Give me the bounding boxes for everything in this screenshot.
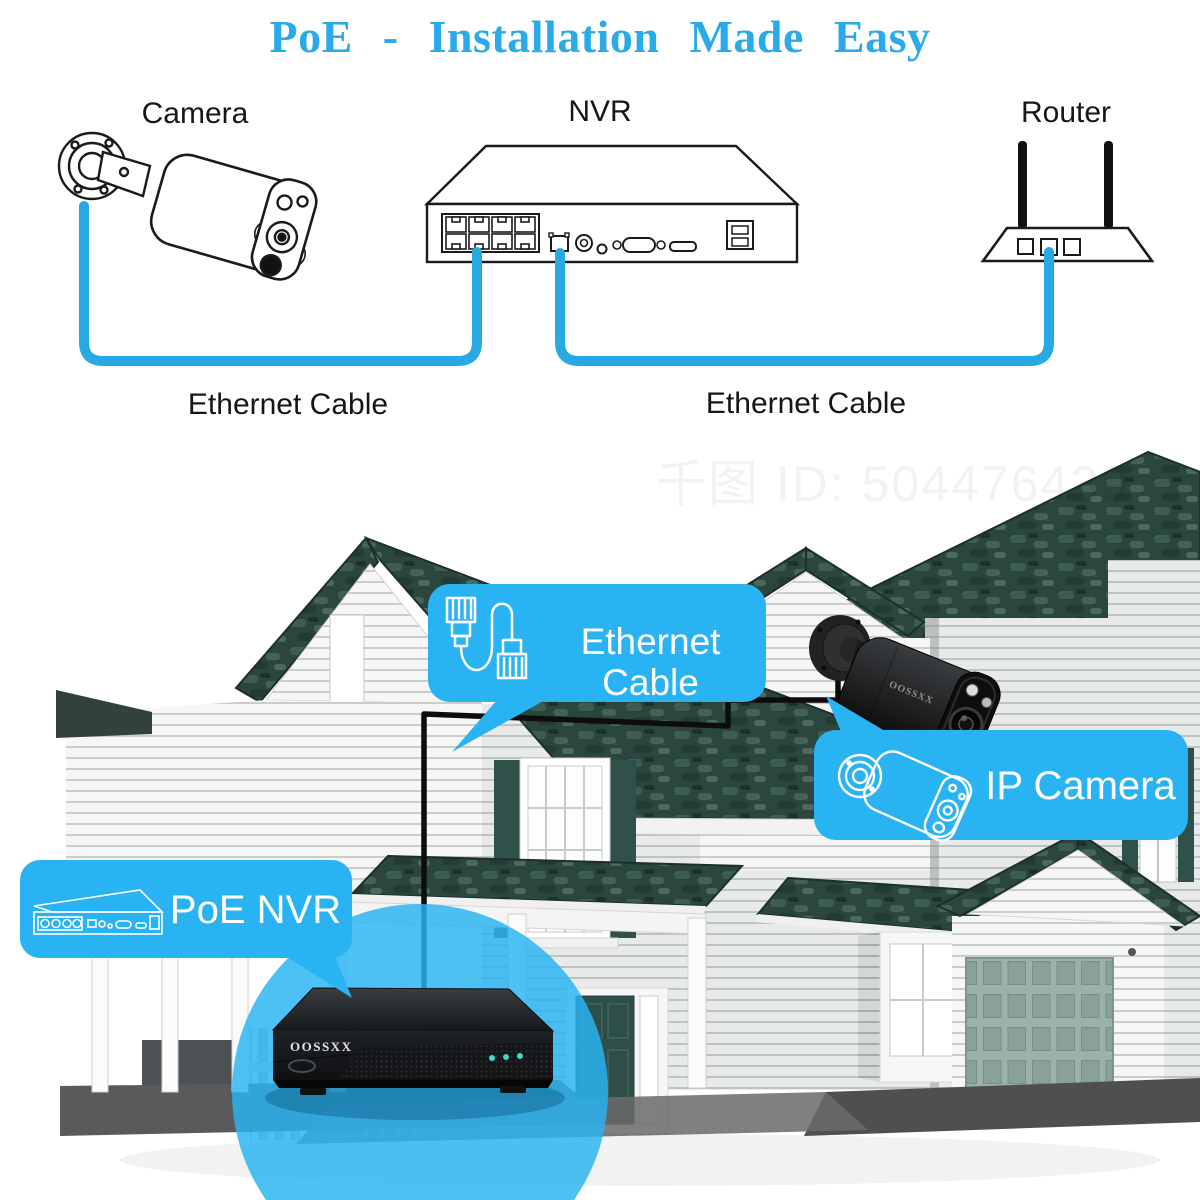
garage-door xyxy=(965,957,1114,1091)
callout-tail xyxy=(826,696,890,734)
nvr-power-button xyxy=(288,1059,316,1073)
camera-line-drawing xyxy=(57,131,318,281)
garage-lamp xyxy=(1128,948,1136,956)
left-wing-wall xyxy=(66,700,482,890)
far-left-roof xyxy=(56,690,152,738)
callout-poe-nvr xyxy=(20,860,352,998)
callout-ip-camera xyxy=(814,696,1188,842)
driveway xyxy=(804,1078,1200,1136)
diagram-cable-nvr-router xyxy=(555,247,1054,366)
callout-tail xyxy=(452,700,545,752)
gable-louver xyxy=(329,614,365,704)
ethernet-cable-label-2: Ethernet Cable xyxy=(705,387,907,420)
nvr-led xyxy=(503,1054,509,1060)
nvr-product-photo: OOSSXX xyxy=(271,987,555,1095)
poe-nvr-icon xyxy=(33,889,164,935)
nvr-line-drawing xyxy=(424,144,801,264)
router-label: Router xyxy=(1020,96,1112,129)
nvr-led xyxy=(517,1053,523,1059)
ethernet-cable-label-1: Ethernet Cable xyxy=(187,388,389,421)
callout-ip-camera-label: IP Camera xyxy=(985,764,1176,808)
nvr-brand-text: OOSSXX xyxy=(290,1039,352,1054)
callout-tail xyxy=(282,950,352,998)
callout-ethernet-label: Ethernet Cable xyxy=(580,621,721,703)
page-title: PoE - Installation Made Easy xyxy=(269,11,931,62)
watermark: 千图 ID: 504476439 xyxy=(656,456,1130,512)
diagram-cable-camera-nvr xyxy=(79,201,482,366)
callout-ethernet-cable xyxy=(428,584,766,752)
camera-label: Camera xyxy=(141,97,249,130)
rj45-ports xyxy=(445,216,536,250)
ethernet-cable-icon xyxy=(445,596,528,680)
nvr-label: NVR xyxy=(568,95,632,128)
bay-window xyxy=(858,931,967,1083)
nvr-led xyxy=(489,1055,495,1061)
garage xyxy=(935,830,1200,1091)
porch-fascia xyxy=(350,894,706,914)
hdmi-port xyxy=(669,241,697,252)
nvr-mesh-panel xyxy=(340,1042,553,1078)
vga-port xyxy=(622,237,656,253)
callout-poe-nvr-label: PoE NVR xyxy=(169,888,342,932)
house-ethernet-cable xyxy=(421,675,841,993)
router-line-drawing xyxy=(980,141,1155,263)
router-antenna xyxy=(1104,141,1113,229)
router-antenna xyxy=(1018,141,1027,229)
ip-camera-icon xyxy=(837,750,973,842)
